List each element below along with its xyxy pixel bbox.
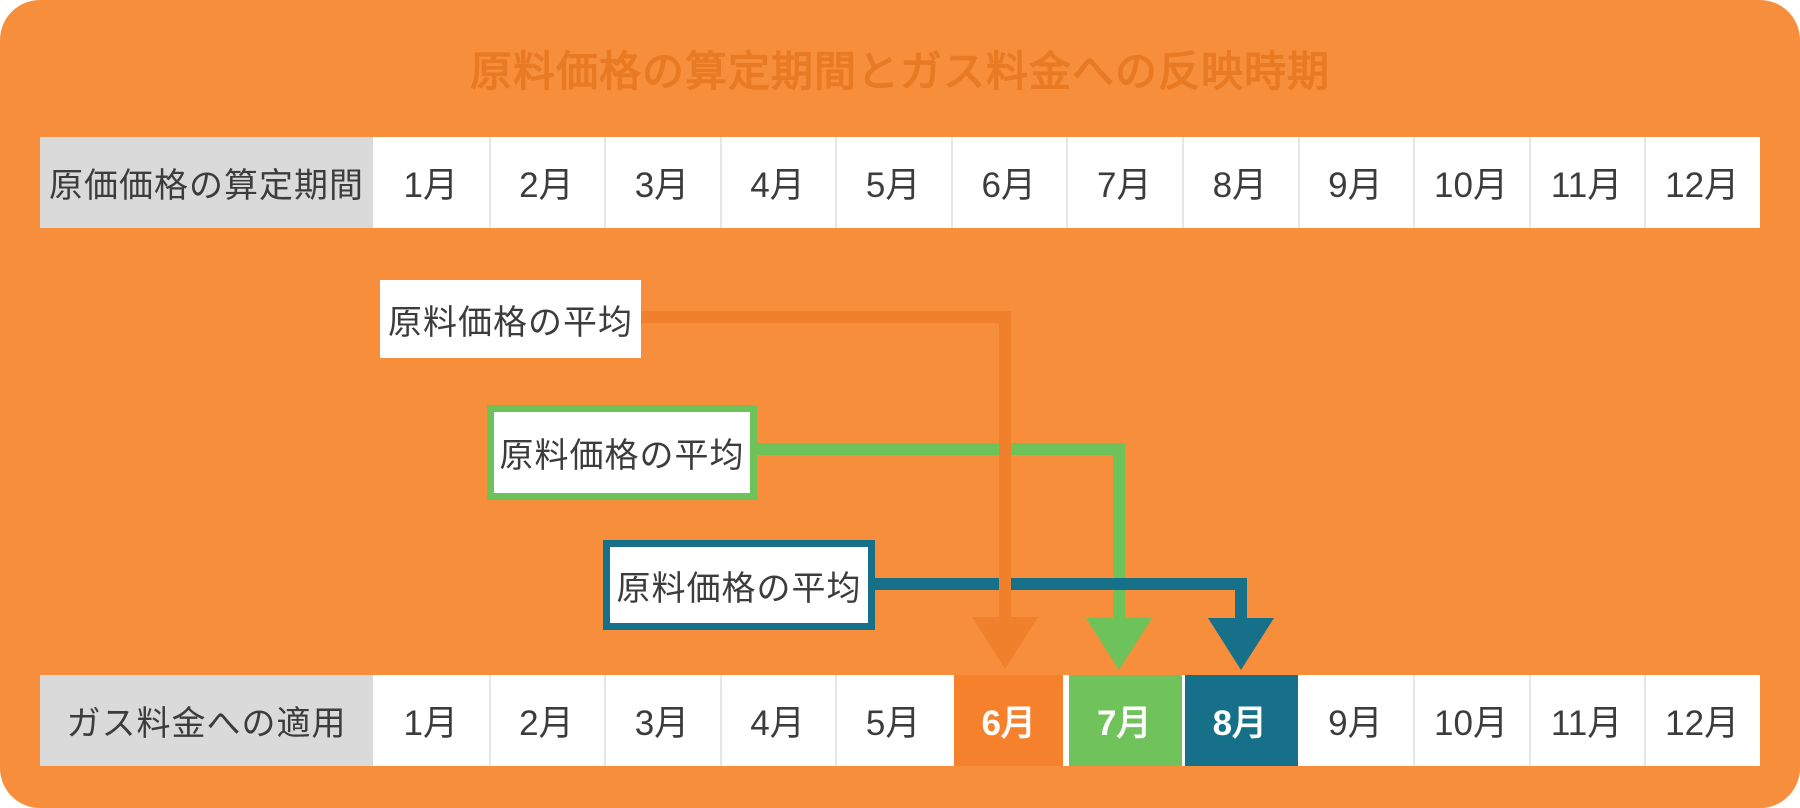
month-cell-5: 5月 [835,675,951,766]
label-text: 原料価格の平均 [616,569,862,608]
green-arrow-icon [1086,618,1152,670]
month-cell-8: 8月 [1182,137,1298,228]
teal-connector-horizontal [875,578,1247,590]
month-cell-10: 10月 [1413,675,1529,766]
month-cell-3: 3月 [604,675,720,766]
label-box-average-2: 原料価格の平均 [487,405,757,500]
gas-rate-header: ガス料金への適用 [40,675,373,766]
label-text: 原料価格の平均 [388,303,633,342]
month-cell-9: 9月 [1297,675,1414,766]
month-cell-4: 4月 [719,137,836,228]
orange-connector-horizontal [637,311,1011,323]
orange-connector-vertical [999,311,1011,618]
month-cell-12: 12月 [1644,137,1760,228]
teal-connector-vertical [1235,578,1247,620]
month-cell-4: 4月 [719,675,836,766]
label-box-average-3: 原料価格の平均 [603,540,875,630]
diagram-title: 原料価格の算定期間とガス料金への反映時期 [469,48,1330,95]
month-cell-7: 7月 [1066,675,1183,766]
label-text: 原料価格の平均 [499,437,745,475]
month-cell-3: 3月 [604,137,720,228]
month-cell-6: 6月 [950,137,1067,228]
month-cell-11: 11月 [1528,675,1645,766]
month-cell-12: 12月 [1644,675,1760,766]
month-cell-2: 2月 [488,137,605,228]
month-cell-5: 5月 [835,137,951,228]
month-cell-11: 11月 [1528,137,1645,228]
green-connector-vertical [1113,443,1125,620]
month-cell-7: 7月 [1066,137,1183,228]
month-cell-1: 1月 [373,137,489,228]
green-connector-horizontal [757,443,1125,455]
calc-period-header: 原価価格の算定期間 [40,137,373,228]
month-cell-1: 1月 [373,675,489,766]
month-cell-8: 8月 [1182,675,1298,766]
label-box-average-1: 原料価格の平均 [380,280,641,358]
orange-arrow-icon [972,617,1038,669]
teal-arrow-icon [1208,618,1274,670]
month-cell-2: 2月 [488,675,605,766]
month-cell-10: 10月 [1413,137,1529,228]
month-cell-6: 6月 [950,675,1067,766]
month-cell-9: 9月 [1297,137,1414,228]
